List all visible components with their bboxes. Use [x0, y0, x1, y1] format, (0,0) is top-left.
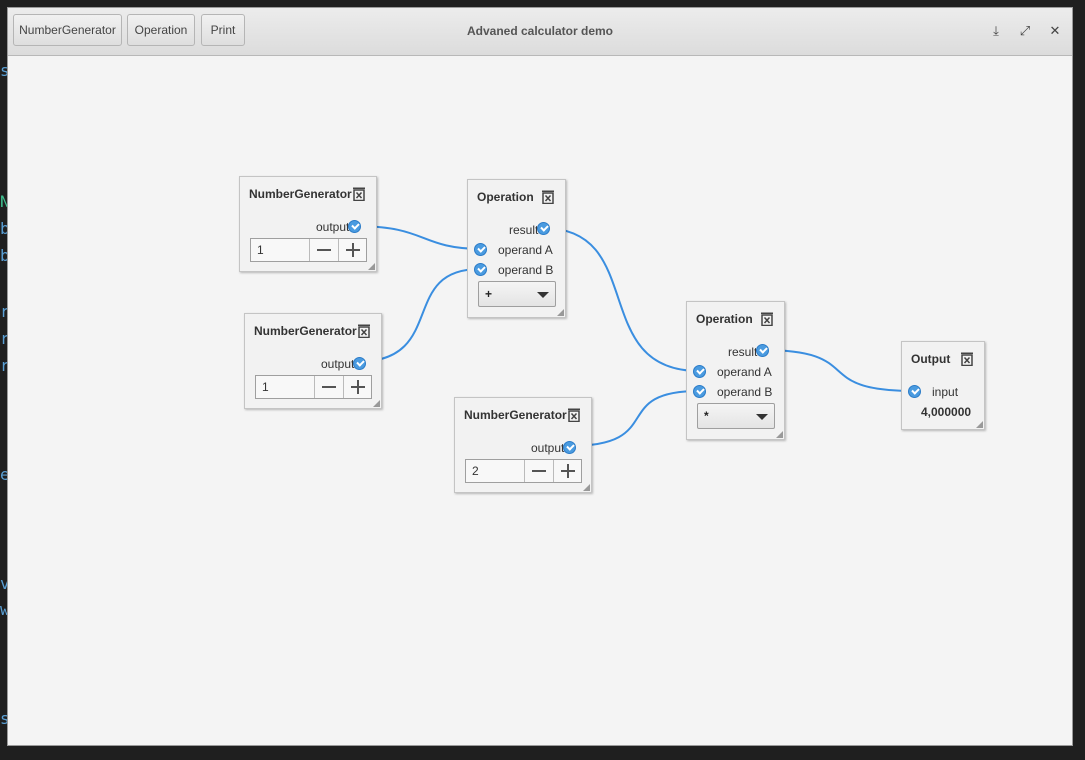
value-spinbox[interactable]: 1	[255, 375, 372, 399]
output-port[interactable]	[348, 220, 361, 233]
resize-handle[interactable]	[776, 431, 783, 438]
close-icon[interactable]: ✕	[1049, 23, 1061, 38]
node-title: NumberGenerator	[464, 408, 567, 422]
trash-icon[interactable]	[357, 324, 371, 338]
port-label: operand B	[498, 263, 554, 277]
bg-glyph: s	[0, 61, 10, 80]
port-label: result	[728, 345, 758, 359]
wire-op2-result-to-output	[761, 349, 915, 392]
node-title: Output	[911, 352, 951, 366]
resize-handle[interactable]	[976, 421, 983, 428]
trash-icon[interactable]	[567, 408, 581, 422]
decrement-button[interactable]	[524, 460, 553, 482]
operation-node[interactable]: Operation result operand A operand B +	[467, 179, 566, 318]
bg-glyph: r	[0, 302, 10, 321]
bg-glyph: r	[0, 329, 10, 348]
port-label: output	[321, 357, 355, 371]
port-label: input	[932, 385, 959, 399]
bg-glyph: b	[0, 219, 10, 238]
value-spinbox[interactable]: 1	[250, 238, 367, 262]
operation-node[interactable]: Operation result operand A operand B *	[686, 301, 785, 440]
maximize-icon[interactable]: ⤢	[1019, 23, 1031, 38]
operator-select[interactable]: +	[478, 281, 556, 307]
number-generator-node[interactable]: NumberGenerator output 2	[454, 397, 592, 493]
title-bar: NumberGenerator Operation Print Advaned …	[8, 8, 1072, 56]
app-window: NumberGenerator Operation Print Advaned …	[7, 7, 1073, 746]
result-port[interactable]	[756, 344, 769, 357]
bg-glyph: e	[0, 465, 10, 484]
decrement-button[interactable]	[309, 239, 338, 261]
wire-op1-result-to-op2-a	[542, 227, 700, 372]
operator-select[interactable]: *	[697, 403, 775, 429]
node-title: Operation	[477, 190, 534, 204]
output-port[interactable]	[353, 357, 366, 370]
node-title: Operation	[696, 312, 753, 326]
port-label: output	[531, 441, 565, 455]
print-button[interactable]: Print	[201, 14, 245, 46]
input-port[interactable]	[908, 385, 921, 398]
chevron-down-icon	[537, 292, 549, 298]
resize-handle[interactable]	[373, 400, 380, 407]
increment-button[interactable]	[338, 239, 367, 261]
port-label: operand A	[717, 365, 772, 379]
output-port[interactable]	[563, 441, 576, 454]
resize-handle[interactable]	[557, 309, 564, 316]
node-canvas[interactable]: NumberGenerator output 1 NumberGenerator…	[8, 55, 1072, 745]
download-icon[interactable]: ⤓	[993, 23, 999, 38]
port-label: output	[316, 220, 350, 234]
port-label: operand A	[498, 243, 553, 257]
wire-gen2-to-op1-b	[358, 268, 481, 363]
resize-handle[interactable]	[583, 484, 590, 491]
chevron-down-icon	[756, 414, 768, 420]
bg-glyph: s	[0, 709, 10, 728]
port-label: operand B	[717, 385, 773, 399]
result-port[interactable]	[537, 222, 550, 235]
number-generator-node[interactable]: NumberGenerator output 1	[244, 313, 382, 409]
bg-glyph: r	[0, 356, 10, 375]
operator-value: +	[485, 287, 493, 301]
node-title: NumberGenerator	[249, 187, 352, 201]
decrement-button[interactable]	[314, 376, 343, 398]
value-spinbox[interactable]: 2	[465, 459, 582, 483]
port-label: result	[509, 223, 539, 237]
spinbox-value: 1	[262, 380, 269, 394]
trash-icon[interactable]	[760, 312, 774, 326]
operand-b-port[interactable]	[693, 385, 706, 398]
trash-icon[interactable]	[541, 190, 555, 204]
resize-handle[interactable]	[368, 263, 375, 270]
add-operation-button[interactable]: Operation	[127, 14, 195, 46]
operand-a-port[interactable]	[474, 243, 487, 256]
bg-glyph: N	[0, 192, 10, 211]
add-number-generator-button[interactable]: NumberGenerator	[13, 14, 122, 46]
output-value: 4,000000	[921, 405, 972, 419]
bg-glyph: b	[0, 246, 10, 265]
spinbox-value: 1	[257, 243, 264, 257]
node-title: NumberGenerator	[254, 324, 357, 338]
trash-icon[interactable]	[352, 187, 366, 201]
wire-gen3-to-op2-b	[568, 390, 700, 447]
increment-button[interactable]	[553, 460, 582, 482]
window-title: Advaned calculator demo	[466, 24, 614, 38]
number-generator-node[interactable]: NumberGenerator output 1	[239, 176, 377, 272]
trash-icon[interactable]	[960, 352, 974, 366]
output-node[interactable]: Output input 4,000000	[901, 341, 985, 430]
operand-a-port[interactable]	[693, 365, 706, 378]
operator-value: *	[704, 409, 709, 423]
bg-glyph: v	[0, 574, 10, 593]
spinbox-value: 2	[472, 464, 479, 478]
bg-glyph: w	[0, 600, 10, 619]
operand-b-port[interactable]	[474, 263, 487, 276]
increment-button[interactable]	[343, 376, 372, 398]
